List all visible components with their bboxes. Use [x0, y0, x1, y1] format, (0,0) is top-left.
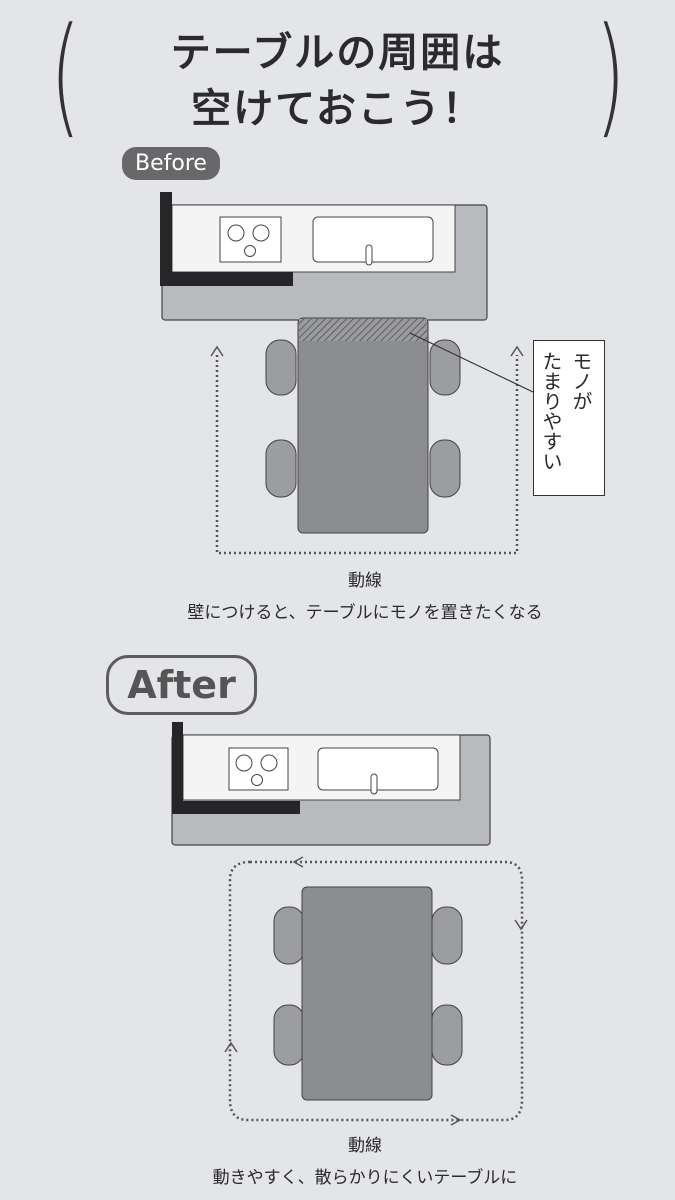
after-caption: 動きやすく、散らかりにくいテーブルに: [212, 1168, 518, 1188]
before-flow-label: 動線: [348, 571, 382, 591]
before-sink: [312, 216, 434, 266]
after-table: [301, 886, 433, 1101]
before-table: [297, 317, 429, 534]
title-line-1: テーブルの周囲は: [170, 30, 505, 76]
title-line-2: 空けておこう！: [191, 86, 484, 132]
before-cooktop: [219, 216, 282, 263]
after-flow-arrows: [224, 856, 528, 1126]
callout-pointer: [409, 332, 534, 393]
after-cooktop: [228, 747, 289, 791]
after-flow-label: 動線: [348, 1136, 382, 1156]
after-badge: After: [106, 655, 257, 715]
after-sink: [317, 747, 439, 795]
before-flow-arrows: [210, 345, 524, 357]
after-chairs: [273, 906, 463, 1066]
before-caption: 壁につけると、テーブルにモノを置きたくなる: [187, 603, 543, 623]
before-wall: [160, 192, 293, 286]
callout-line-2: たまりやすい: [539, 351, 563, 471]
title-paren-left: (: [50, 0, 81, 151]
title-paren-right: ): [595, 0, 626, 151]
callout-line-1: モノが: [569, 351, 593, 411]
callout-box: モノが たまりやすい: [533, 340, 605, 496]
after-wall: [172, 722, 300, 814]
before-badge: Before: [122, 147, 220, 180]
before-chairs: [265, 339, 461, 498]
before-flow-path: [215, 355, 519, 555]
